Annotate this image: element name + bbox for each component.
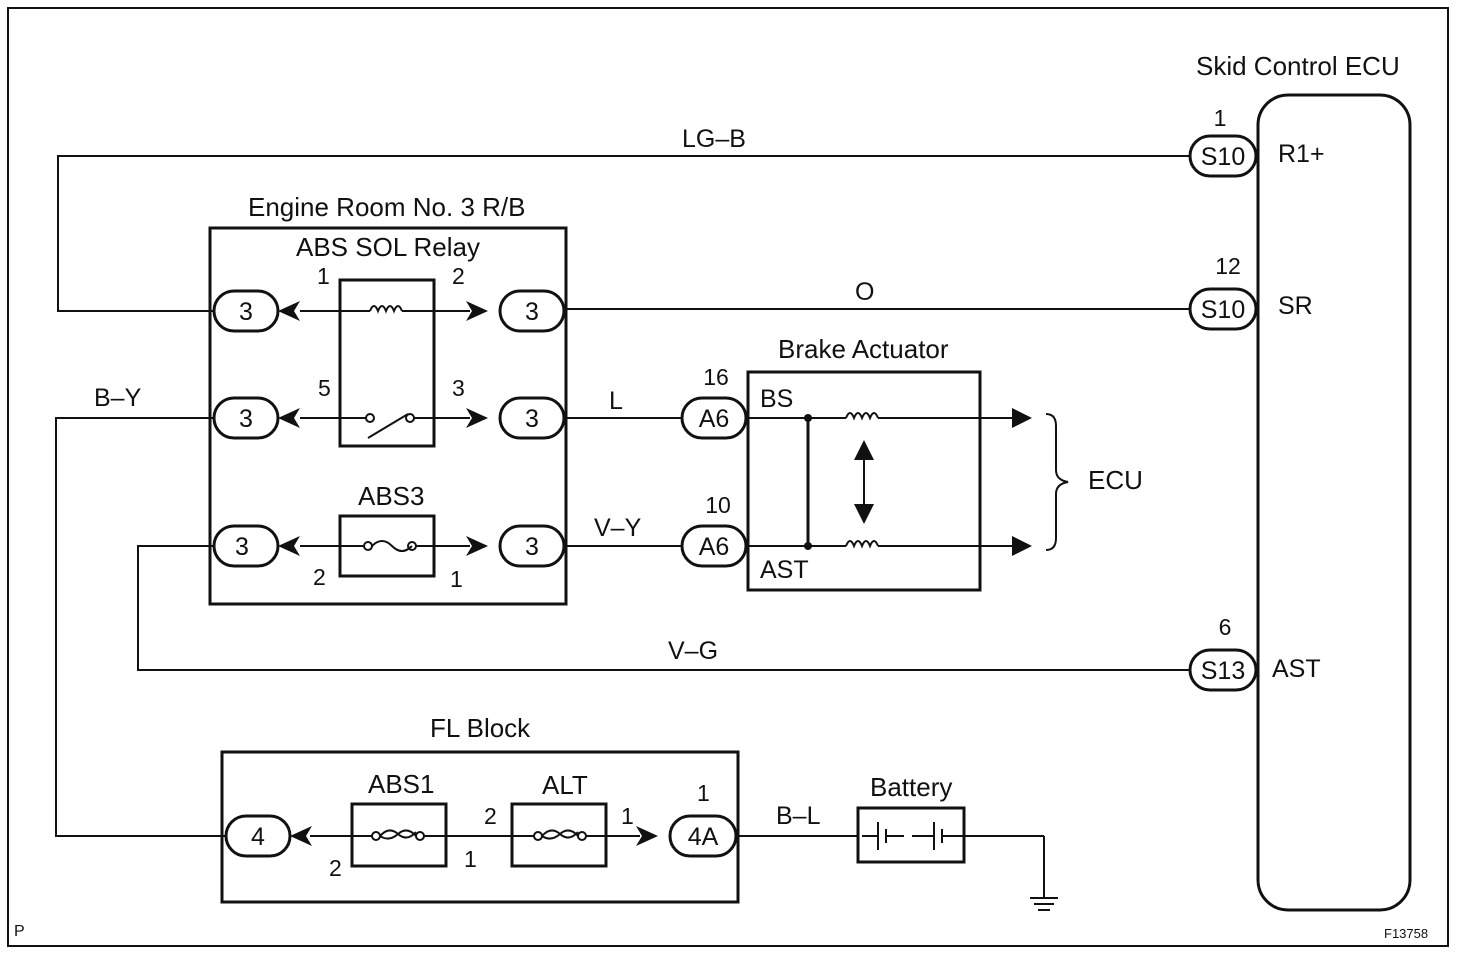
svg-text:A6: A6	[699, 405, 730, 433]
ecu-terminal-sr: 12 S10 SR	[1188, 253, 1313, 331]
ecu-connector-label: S10	[1201, 296, 1245, 324]
ecu-pin-number: 12	[1215, 253, 1241, 279]
switch-contact	[365, 413, 375, 423]
ecu-terminal-r1: 1 S10 R1+	[1188, 105, 1325, 178]
relay-connector-right: 3	[466, 524, 566, 568]
switch-contact	[405, 413, 415, 423]
wire-label-v-g: V–G	[668, 637, 718, 665]
fusible-link-icon	[541, 829, 579, 840]
relay-connector-left: 3	[212, 524, 300, 568]
actuator-pin: 16	[703, 364, 729, 390]
svg-text:4A: 4A	[688, 823, 719, 851]
battery-icon	[862, 822, 962, 850]
fl-connector-4a: 4A	[636, 814, 738, 858]
ecu-terminal-label: R1+	[1278, 140, 1325, 168]
relay-connector-right: 3	[466, 396, 566, 440]
ecu-pin-number: 6	[1219, 614, 1232, 640]
wire-lg-b	[57, 155, 1190, 312]
fl-pin: 1	[621, 803, 634, 829]
svg-text:4: 4	[251, 823, 265, 851]
brace-icon	[1045, 413, 1069, 551]
battery-title: Battery	[870, 772, 952, 802]
ecu-terminal-ast: 6 S13 AST	[1188, 614, 1321, 692]
ground-icon	[962, 835, 1058, 911]
wire-b-y	[55, 417, 226, 837]
relay-pin-1: 1	[317, 263, 330, 289]
wire-label-l: L	[609, 387, 623, 415]
relay-connector-left: 3	[212, 396, 300, 440]
relay-pin-5: 5	[318, 375, 331, 401]
svg-text:3: 3	[239, 298, 253, 326]
actuator-coil-icon	[845, 540, 879, 549]
relay-body	[338, 278, 436, 448]
corner-mark: P	[14, 923, 25, 940]
fl-pin: 2	[329, 855, 342, 881]
ecu-pin-number: 1	[1214, 105, 1227, 131]
relay-switch-icon	[367, 413, 409, 439]
fl-connector-4: 4	[224, 814, 312, 858]
wire-label-o: O	[855, 278, 874, 306]
abs3-title: ABS3	[358, 481, 425, 511]
fusible-link-icon	[379, 829, 417, 840]
relay-pin-3: 3	[452, 375, 465, 401]
ecu-connector-label: S10	[1201, 143, 1245, 171]
abs3-pin-1: 1	[450, 566, 463, 592]
actuator-pin: 10	[705, 492, 731, 518]
alt-title: ALT	[542, 770, 588, 800]
svg-text:3: 3	[235, 533, 249, 561]
actuator-bs-label: BS	[760, 385, 793, 413]
svg-text:3: 3	[525, 298, 539, 326]
relay-title: ABS SOL Relay	[296, 232, 480, 262]
actuator-output-label: ECU	[1088, 465, 1143, 495]
ecu-body	[1256, 93, 1412, 912]
fl-block-title: FL Block	[430, 713, 531, 743]
actuator-connector-ast: 10 A6	[680, 492, 748, 568]
svg-text:3: 3	[239, 405, 253, 433]
abs1-title: ABS1	[368, 769, 435, 799]
actuator-box	[746, 370, 982, 592]
ecu-terminal-label: SR	[1278, 292, 1313, 320]
relay-block-box	[208, 226, 568, 606]
wire-v-g	[137, 545, 1190, 671]
fuse-icon	[371, 540, 413, 552]
figure-id: F13758	[1384, 926, 1428, 941]
relay-coil-icon	[369, 305, 403, 314]
fl-pin: 2	[484, 803, 497, 829]
wire-label-b-l: B–L	[776, 802, 821, 830]
wire-label-b-y: B–Y	[94, 384, 142, 412]
svg-text:A6: A6	[699, 533, 730, 561]
ecu-title: Skid Control ECU	[1196, 51, 1400, 81]
wire-label-lg-b: LG–B	[682, 125, 746, 153]
ecu-terminal-label: AST	[1272, 655, 1321, 683]
actuator-title: Brake Actuator	[778, 334, 949, 364]
svg-text:3: 3	[525, 533, 539, 561]
svg-text:3: 3	[525, 405, 539, 433]
actuator-coil-icon	[845, 412, 879, 421]
wire-label-v-y: V–Y	[594, 514, 642, 542]
fl-pin: 1	[464, 846, 477, 872]
relay-connector-left: 3	[212, 289, 300, 333]
relay-connector-right: 3	[466, 289, 566, 333]
abs3-pin-2: 2	[313, 564, 326, 590]
fl-pin: 1	[697, 780, 710, 806]
actuator-ast-label: AST	[760, 556, 809, 584]
actuator-connector-bs: 16 A6	[680, 364, 748, 440]
relay-block-title: Engine Room No. 3 R/B	[248, 192, 525, 222]
ecu-connector-label: S13	[1201, 657, 1245, 685]
outer-frame	[7, 7, 1449, 947]
relay-pin-2: 2	[452, 263, 465, 289]
fl-block-box	[220, 750, 740, 904]
